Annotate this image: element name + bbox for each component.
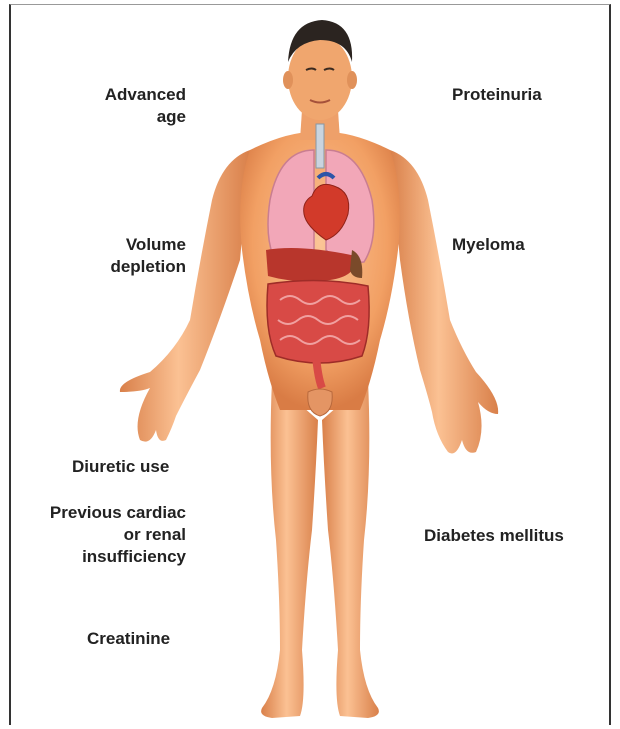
label-proteinuria: Proteinuria — [452, 84, 542, 106]
genitals — [308, 389, 333, 416]
label-volume-depletion: Volume depletion — [60, 234, 186, 278]
label-creatinine: Creatinine — [87, 628, 170, 650]
label-diuretic-use: Diuretic use — [72, 456, 169, 478]
trachea — [316, 124, 324, 168]
label-advanced-age-line1: Advanced — [60, 84, 186, 106]
label-volume-depletion-line1: Volume — [60, 234, 186, 256]
label-previous-insufficiency-line2: or renal — [18, 524, 186, 546]
label-diabetes-mellitus: Diabetes mellitus — [424, 525, 564, 547]
label-previous-insufficiency-line1: Previous cardiac — [18, 502, 186, 524]
label-volume-depletion-line2: depletion — [60, 256, 186, 278]
label-myeloma: Myeloma — [452, 234, 525, 256]
label-advanced-age-line2: age — [60, 106, 186, 128]
label-previous-insufficiency: Previous cardiac or renal insufficiency — [18, 502, 186, 568]
label-advanced-age: Advanced age — [60, 84, 186, 128]
label-previous-insufficiency-line3: insufficiency — [18, 546, 186, 568]
